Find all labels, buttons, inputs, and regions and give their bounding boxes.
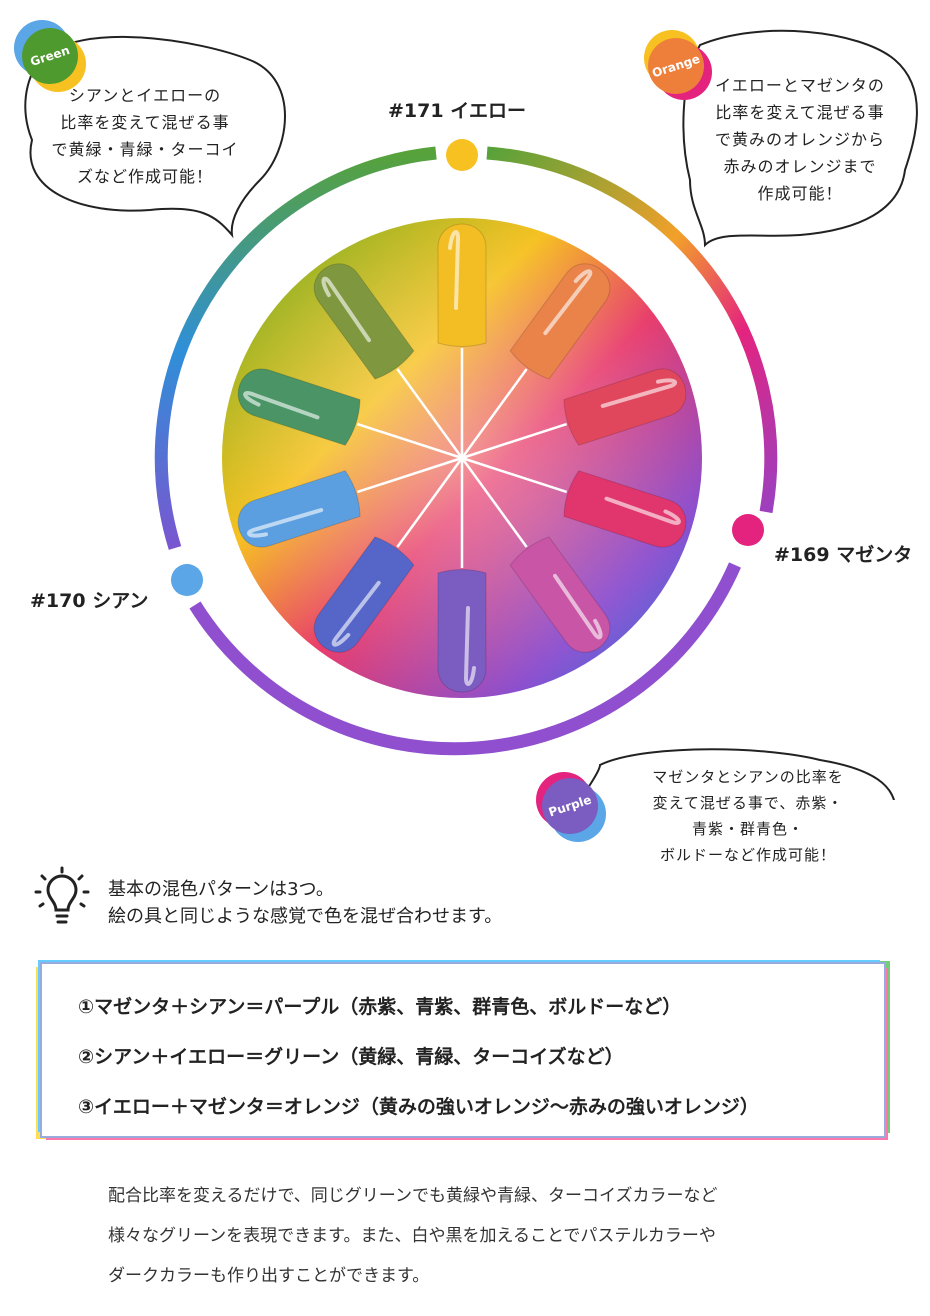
- text-line: 赤みのオレンジまで: [723, 157, 877, 176]
- ring-arc-orange: [486, 146, 778, 514]
- spoke: [461, 422, 568, 460]
- tip-text: 基本の混色パターンは3つ。 絵の具と同じような感覚で色を混ぜ合わせます。: [108, 876, 502, 930]
- purple-bubble: [578, 748, 895, 800]
- text-line: 比率を変えて混ぜる事: [715, 103, 885, 122]
- spoke: [460, 457, 528, 548]
- rule-orange: ③イエロー＋マゼンタ＝オレンジ（黄みの強いオレンジ〜赤みの強いオレンジ）: [78, 1096, 759, 1118]
- orange-bubble: [682, 29, 918, 248]
- tip-line: 絵の具と同じような感覚で色を混ぜ合わせます。: [108, 906, 503, 927]
- color-wheel: [24, 29, 918, 800]
- orange-bubble-text: イエローとマゼンタの比率を変えて混ぜる事で黄みのオレンジから赤みのオレンジまで作…: [700, 72, 900, 207]
- nail-tip-teal-green: [237, 368, 361, 446]
- spoke: [460, 368, 528, 459]
- text-line: ズなど作成可能！: [76, 167, 213, 186]
- nail-tip-magenta-pink: [509, 536, 611, 653]
- yellow-dot: [446, 139, 478, 171]
- nail-tip-sky-blue: [237, 470, 361, 548]
- footer-line: ダークカラーも作り出すことができます。: [108, 1266, 430, 1286]
- footer-text: 配合比率を変えるだけで、同じグリーンでも黄緑や青緑、ターコイズカラーなど 様々な…: [108, 1176, 717, 1296]
- text-line: で黄みのオレンジから: [714, 130, 885, 149]
- mixing-rules-box: ①マゼンタ＋シアン＝パープル（赤紫、青紫、群青色、ボルドーなど） ②シアン＋イエ…: [40, 962, 886, 1138]
- purple-bubble-text: マゼンタとシアンの比率を変えて混ぜる事で、赤紫・青紫・群青色・ボルドーなど作成可…: [618, 764, 878, 868]
- spoke: [356, 456, 463, 494]
- magenta-dot: [732, 514, 764, 546]
- spoke: [356, 422, 463, 460]
- ring-arc-green: [154, 146, 437, 550]
- spoke: [396, 457, 464, 548]
- text-line: シアンとイエローの: [68, 86, 222, 105]
- text-line: で黄緑・青緑・ターコイ: [51, 140, 239, 159]
- footer-line: 配合比率を変えるだけで、同じグリーンでも黄緑や青緑、ターコイズカラーなど: [108, 1186, 718, 1206]
- text-line: 作成可能！: [757, 184, 843, 203]
- nail-tip-orange: [509, 263, 611, 380]
- label-cyan: #170 シアン: [30, 590, 149, 612]
- lightbulb-icon: [34, 866, 90, 924]
- ring-arc-purple: [189, 562, 741, 756]
- text-line: マゼンタとシアンの比率を: [652, 768, 844, 786]
- rule-green: ②シアン＋イエロー＝グリーン（黄緑、青緑、ターコイズなど）: [78, 1046, 624, 1068]
- spoke: [396, 368, 464, 459]
- label-yellow: #171 イエロー: [388, 100, 527, 122]
- green-bubble: [24, 35, 286, 239]
- nail-tip-olive: [313, 263, 415, 380]
- text-line: 青紫・群青色・: [691, 820, 804, 838]
- label-magenta: #169 マゼンタ: [774, 544, 913, 566]
- nail-tip-coral-red: [563, 368, 687, 446]
- green-bubble-text: シアンとイエローの比率を変えて混ぜる事で黄緑・青緑・ターコイズなど作成可能！: [40, 82, 250, 190]
- tip-line: 基本の混色パターンは3つ。: [108, 879, 334, 900]
- text-line: イエローとマゼンタの: [715, 76, 885, 95]
- footer-line: 様々なグリーンを表現できます。また、白や黒を加えることでパステルカラーや: [108, 1226, 716, 1246]
- text-line: 変えて混ぜる事で、赤紫・: [652, 794, 844, 812]
- nail-tip-indigo: [313, 536, 415, 653]
- text-line: 比率を変えて混ぜる事: [60, 113, 230, 132]
- nail-tip-violet: [437, 569, 487, 693]
- spoke: [461, 456, 568, 494]
- text-line: ボルドーなど作成可能！: [659, 846, 836, 864]
- nail-tip-rose: [563, 470, 687, 548]
- rule-purple: ①マゼンタ＋シアン＝パープル（赤紫、青紫、群青色、ボルドーなど）: [78, 996, 682, 1018]
- nail-tip-yellow: [437, 223, 487, 347]
- cyan-dot: [171, 564, 203, 596]
